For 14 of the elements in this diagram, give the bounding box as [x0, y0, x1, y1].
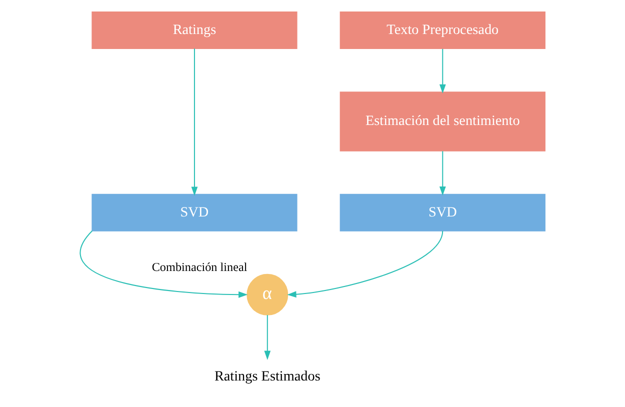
arrow: [287, 230, 444, 298]
arrow: [439, 151, 446, 196]
arrow: [264, 315, 271, 360]
node-circle: α: [246, 274, 288, 316]
node-box: Ratings: [92, 12, 298, 50]
node-box: Texto Preprocesado: [340, 12, 546, 50]
node-box: SVD: [340, 194, 546, 232]
arrow: [439, 48, 446, 94]
arrow: [191, 48, 198, 196]
arrow: [80, 230, 248, 298]
node-label: Combinación lineal: [152, 260, 248, 274]
node-box: SVD: [92, 194, 298, 232]
node-text: Ratings Estimados: [214, 368, 320, 384]
node-box: Estimación del sentimiento: [340, 92, 546, 152]
